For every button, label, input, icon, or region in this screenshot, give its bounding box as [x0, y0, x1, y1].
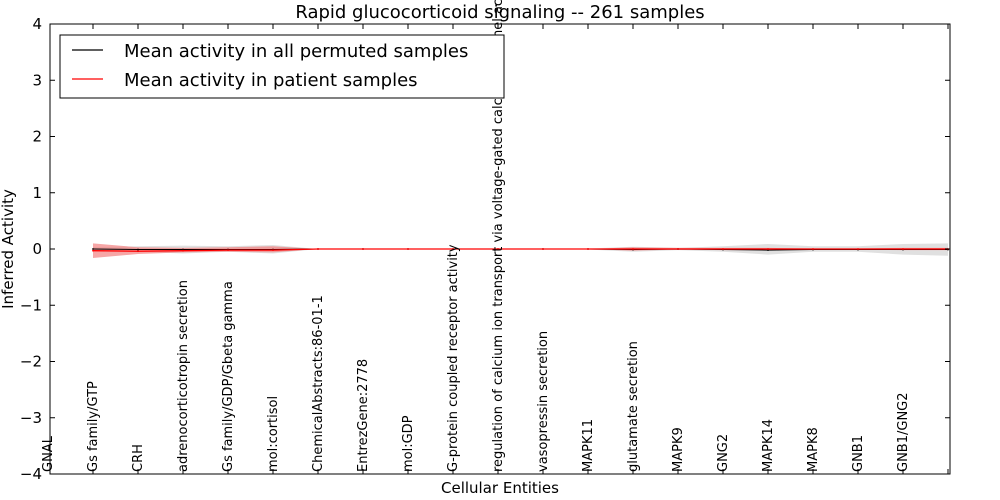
series-lines — [92, 248, 949, 253]
x-tick-label: CRH — [131, 444, 146, 472]
x-tick-label: MAPK9 — [671, 427, 686, 472]
data-point — [182, 249, 184, 252]
x-axis: GNAL Gs family/GTP CRH adrenocorticotropin … — [41, 0, 949, 474]
x-tick-label: MAPK14 — [761, 419, 776, 472]
x-tick-label: GNG2 — [716, 434, 731, 472]
y-tick-label: 2 — [32, 128, 42, 146]
chart-title: Rapid glucocorticoid signaling -- 261 sa… — [295, 2, 704, 23]
data-point — [137, 248, 139, 251]
legend-box — [59, 34, 505, 99]
data-point — [857, 248, 859, 250]
y-tick-label: −3 — [20, 409, 42, 427]
y-tick-label: 4 — [32, 15, 42, 33]
band-0 — [93, 243, 948, 256]
y-tick-label: 3 — [32, 71, 42, 89]
data-point — [92, 249, 94, 252]
x-tick-label: GNB1/GNG2 — [896, 392, 911, 472]
legend-label-permuted: Mean activity in all permuted samples — [124, 41, 468, 62]
data-point — [632, 248, 634, 250]
data-point — [317, 248, 319, 250]
series-line-1 — [92, 248, 948, 252]
legend: Mean activity in all permuted samples Me… — [59, 34, 505, 99]
x-tick-label: Gs family/GTP — [86, 381, 101, 472]
data-point — [452, 248, 454, 250]
y-tick-label: 0 — [32, 240, 42, 258]
x-tick-label: vasopressin secretion — [536, 331, 551, 472]
data-point — [92, 248, 94, 250]
x-tick-label: Gs family/GDP/Gbeta gamma — [221, 281, 236, 472]
x-axis-label: Cellular Entities — [441, 479, 559, 497]
x-tick-label: regulation of calcium ion transport via … — [491, 0, 506, 472]
data-point — [767, 248, 769, 250]
x-tick-label: glutamate secretion — [626, 341, 641, 472]
y-axis: −4 −3 −2 −1 0 1 2 3 4 — [20, 15, 950, 483]
data-point — [902, 248, 904, 250]
data-point — [227, 249, 229, 252]
x-tick-label: mol:GDP — [401, 415, 416, 472]
y-tick-label: −1 — [20, 296, 42, 314]
data-point — [812, 248, 814, 250]
x-tick-label: MAPK11 — [581, 419, 596, 472]
data-point — [497, 248, 499, 250]
x-tick-label: GNAL — [41, 435, 56, 472]
legend-label-patient: Mean activity in patient samples — [124, 70, 418, 91]
data-point — [722, 248, 724, 250]
y-tick-label: −4 — [20, 465, 42, 483]
x-tick-label: G-protein coupled receptor activity — [446, 244, 461, 472]
data-point — [407, 248, 409, 250]
x-tick-label: MAPK8 — [806, 427, 821, 472]
y-axis-label: Inferred Activity — [0, 189, 17, 309]
data-point — [137, 250, 139, 253]
x-tick-label: GNB1 — [851, 435, 866, 472]
x-tick-label: mol:cortisol — [266, 396, 281, 472]
y-tick-label: 1 — [32, 184, 42, 202]
x-tick-label: adrenocorticotropin secretion — [176, 280, 191, 472]
y-tick-label: −2 — [20, 353, 42, 371]
data-point — [362, 248, 364, 250]
data-point — [272, 249, 274, 252]
data-point — [587, 248, 589, 250]
x-tick-label: ChemicalAbstracts:86-01-1 — [311, 295, 326, 472]
data-point — [677, 248, 679, 250]
x-tick-label: EntrezGene:2778 — [356, 359, 371, 472]
data-point — [542, 248, 544, 250]
